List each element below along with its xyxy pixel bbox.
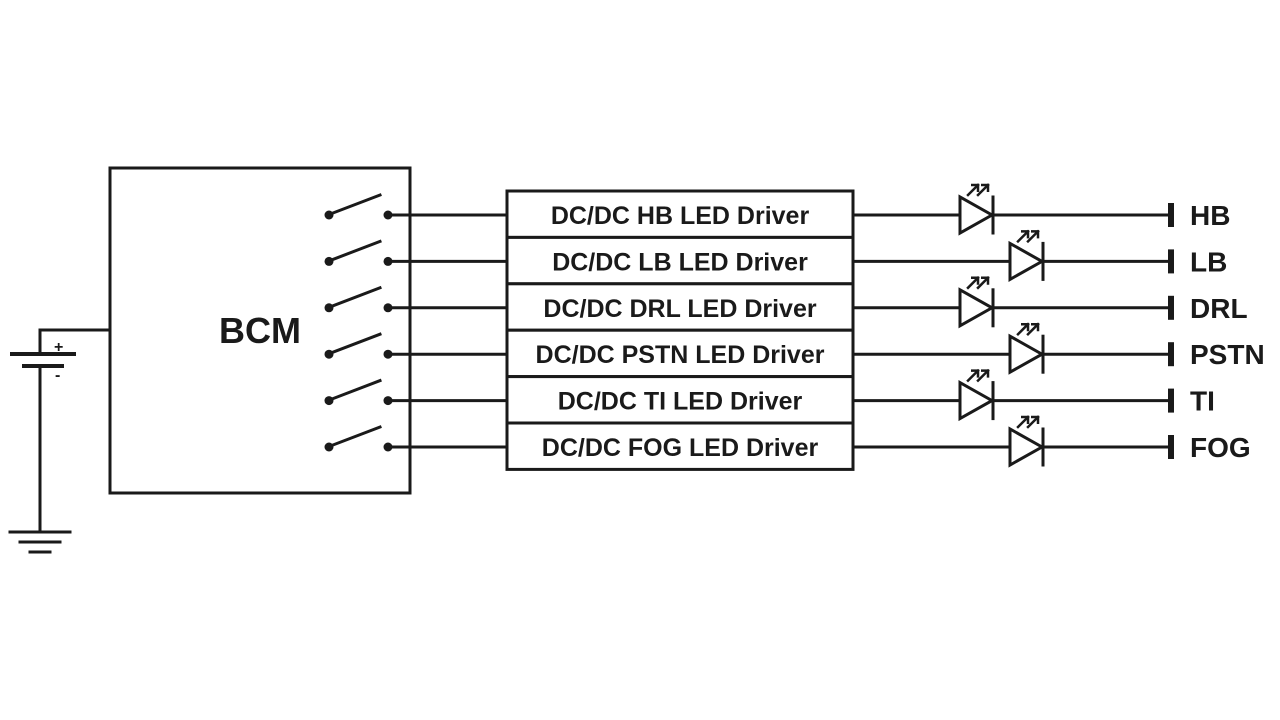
switch-icon bbox=[324, 425, 393, 452]
driver-box bbox=[505, 421, 855, 471]
driver-label: DC/DC DRL LED Driver bbox=[543, 295, 816, 323]
terminal-icon bbox=[1168, 388, 1174, 413]
channel-row: DC/DC DRL LED Driver DRL bbox=[324, 276, 1248, 332]
terminal-icon bbox=[1168, 249, 1174, 274]
led-icon bbox=[1008, 229, 1046, 282]
terminal-icon bbox=[1168, 203, 1174, 227]
battery-icon: + - bbox=[10, 328, 112, 532]
led-icon bbox=[1008, 322, 1046, 375]
output-label: DRL bbox=[1190, 293, 1248, 324]
led-icon bbox=[958, 276, 996, 329]
driver-label: DC/DC FOG LED Driver bbox=[542, 434, 819, 462]
led-icon bbox=[958, 368, 996, 422]
bcm-label: BCM bbox=[219, 310, 301, 351]
output-label: PSTN bbox=[1190, 339, 1265, 370]
output-label: TI bbox=[1190, 386, 1215, 417]
channel-row: DC/DC PSTN LED Driver PSTN bbox=[324, 322, 1265, 379]
driver-label: DC/DC HB LED Driver bbox=[551, 202, 810, 230]
channel-row: DC/DC HB LED Driver HB bbox=[324, 183, 1230, 239]
switch-icon bbox=[324, 332, 393, 359]
switch-icon bbox=[324, 285, 393, 313]
led-icon bbox=[1008, 415, 1046, 468]
channel-row: DC/DC FOG LED Driver FOG bbox=[324, 415, 1251, 471]
battery-plus-label: + bbox=[54, 339, 63, 356]
battery-minus-label: - bbox=[55, 367, 60, 384]
driver-label: DC/DC TI LED Driver bbox=[558, 388, 803, 416]
channel-row: DC/DC LB LED Driver LB bbox=[324, 229, 1227, 286]
output-label: LB bbox=[1190, 246, 1227, 277]
terminal-icon bbox=[1168, 342, 1174, 367]
ground-icon bbox=[8, 530, 72, 554]
switch-icon bbox=[324, 193, 393, 220]
driver-label: DC/DC PSTN LED Driver bbox=[536, 341, 825, 369]
bcm-block bbox=[108, 166, 412, 495]
terminal-icon bbox=[1168, 435, 1174, 459]
channel-row: DC/DC TI LED Driver TI bbox=[324, 368, 1215, 425]
driver-box bbox=[505, 375, 855, 425]
output-label: HB bbox=[1190, 200, 1230, 231]
led-icon bbox=[958, 183, 996, 236]
driver-label: DC/DC LB LED Driver bbox=[552, 248, 808, 276]
output-label: FOG bbox=[1190, 432, 1251, 463]
terminal-icon bbox=[1168, 295, 1174, 320]
